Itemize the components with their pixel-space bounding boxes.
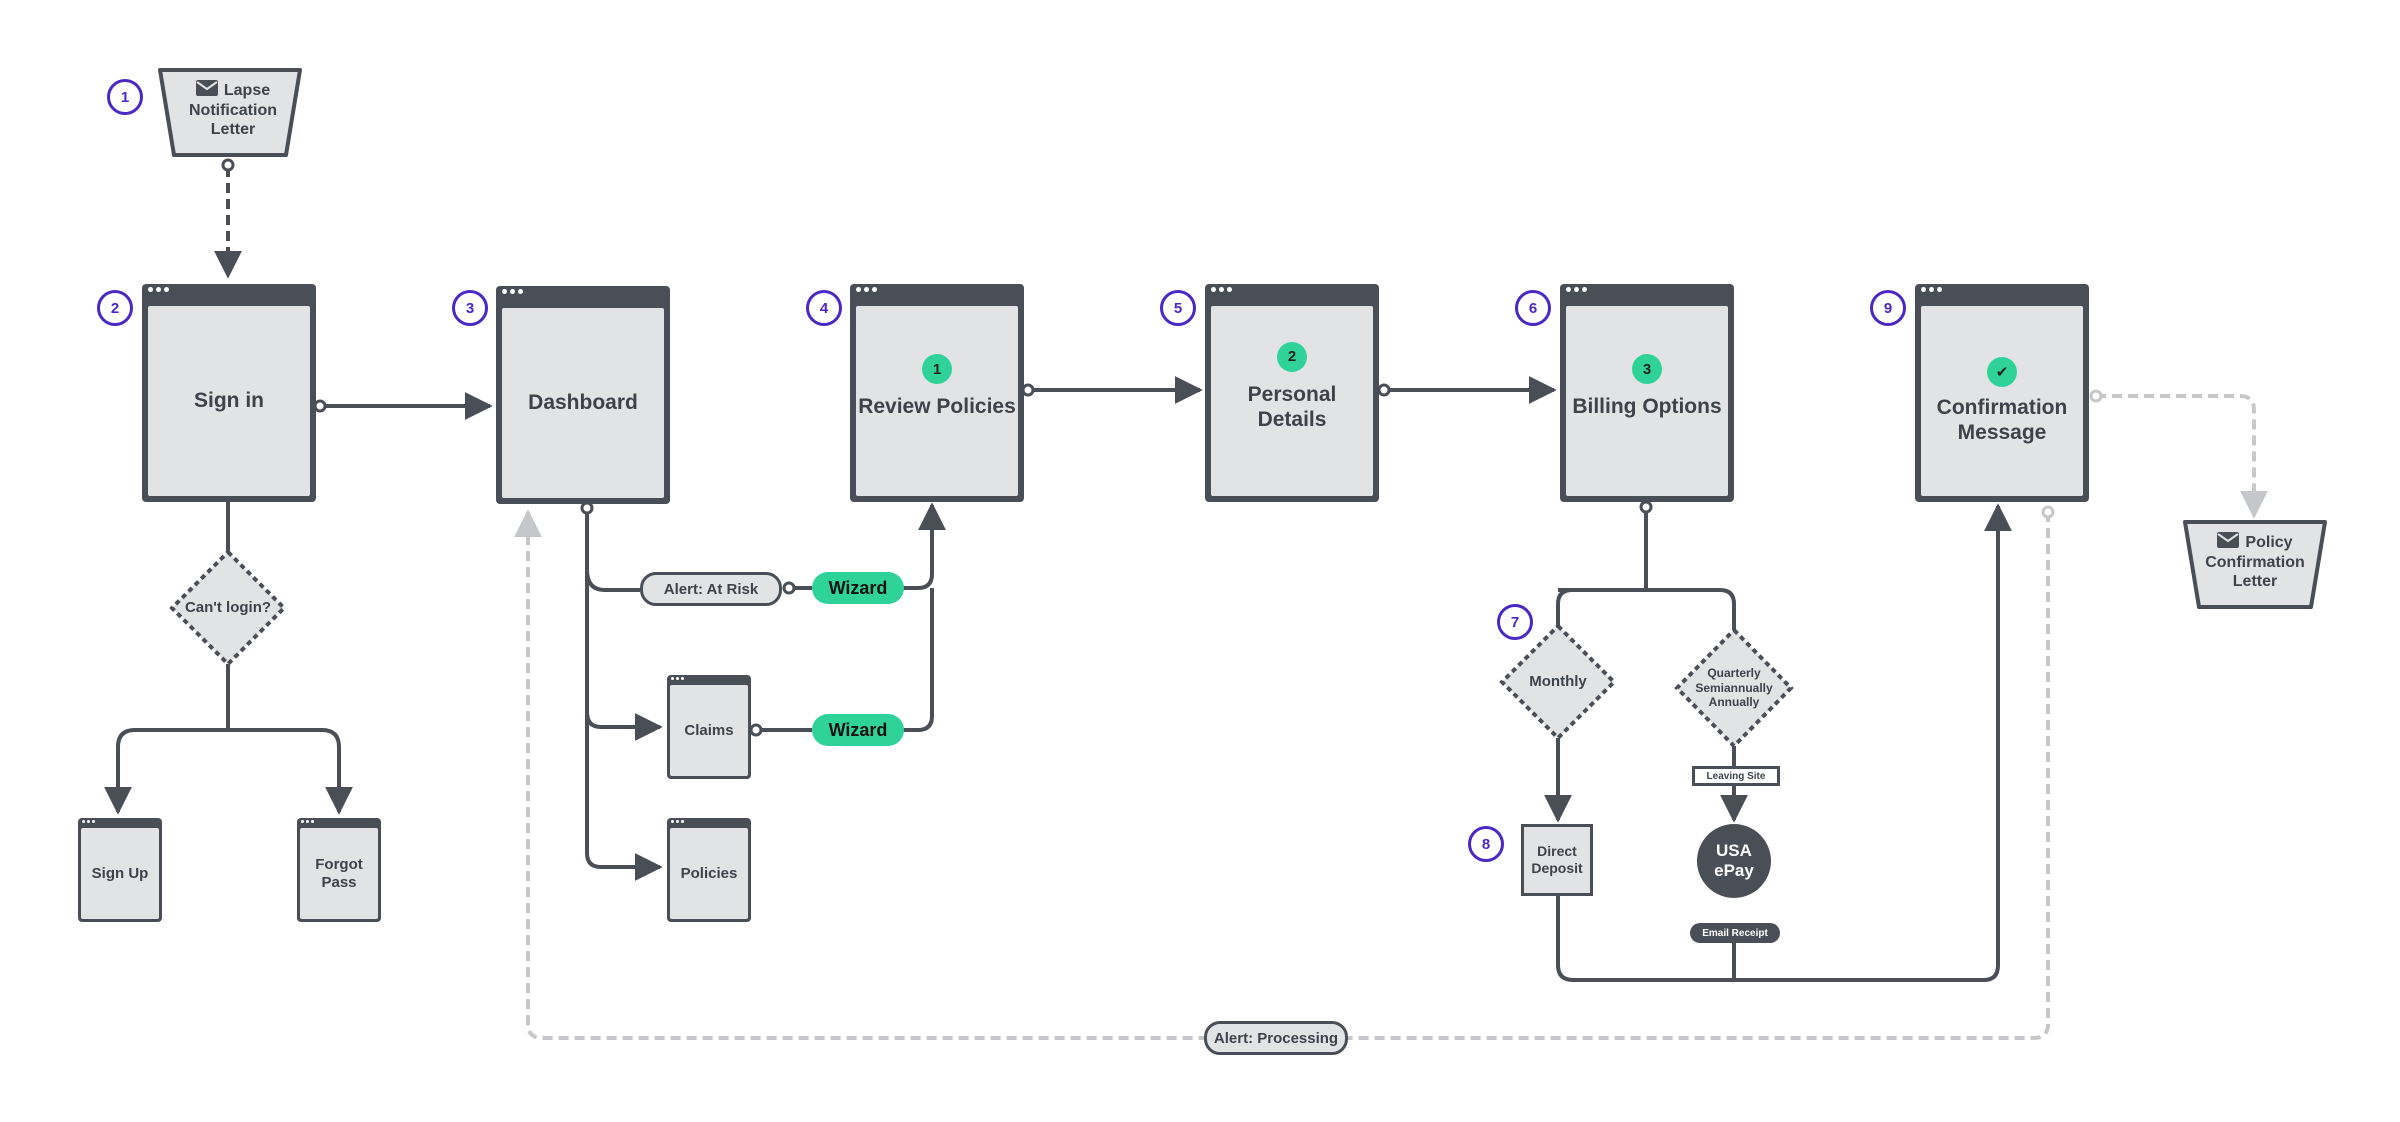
cant-login-label: Can't login?	[184, 599, 272, 616]
leaving-site-label: Leaving Site	[1692, 766, 1780, 786]
screen-forgot-pass[interactable]: Forgot Pass	[297, 818, 381, 922]
window-dots-icon	[856, 287, 877, 292]
wizard-button[interactable]: Wizard	[812, 714, 904, 746]
window-dots-icon	[82, 820, 95, 823]
monthly-diamond	[1499, 623, 1617, 741]
step-number-1: 1	[107, 79, 143, 115]
lapse-letter: Lapse Notification Letter	[189, 80, 277, 139]
connector-billing-split	[1556, 512, 1736, 630]
step-number-3: 3	[452, 290, 488, 326]
screen-sign-in[interactable]: Sign in	[142, 284, 316, 502]
connector-confirmation-letter	[2096, 394, 2268, 519]
cant-login-diamond	[169, 549, 287, 667]
alert-at-risk[interactable]: Alert: At Risk	[640, 572, 782, 606]
connector-dot	[313, 399, 327, 413]
step-number-6: 6	[1515, 290, 1551, 326]
step-number-4: 4	[806, 290, 842, 326]
envelope-icon	[195, 80, 218, 101]
step-number-8: 8	[1468, 826, 1504, 862]
wizard-step-badge: 3	[1632, 354, 1662, 385]
step-number-2: 2	[97, 290, 133, 326]
connector-dot	[782, 581, 796, 595]
screen-claims[interactable]: Claims	[667, 675, 751, 779]
window-dots-icon	[1921, 287, 1942, 292]
connector-wizard-review	[900, 502, 946, 590]
alert-processing[interactable]: Alert: Processing	[1204, 1021, 1348, 1055]
screen-sign-up[interactable]: Sign Up	[78, 818, 162, 922]
screen-personal-details[interactable]: 2 Personal Details	[1205, 284, 1379, 502]
window-dots-icon	[671, 820, 684, 823]
connector-payment-confirmation	[1556, 503, 2012, 982]
lapse-letter-shape	[158, 68, 302, 157]
window-dots-icon	[148, 287, 169, 292]
step-number-5: 5	[1160, 290, 1196, 326]
policy-confirmation-letter: Policy Confirmation Letter	[2205, 532, 2305, 591]
connector-dot	[749, 723, 763, 737]
email-receipt-label: Email Receipt	[1690, 923, 1780, 943]
step-number-7: 7	[1497, 604, 1533, 640]
window-dots-icon	[1211, 287, 1232, 292]
window-dots-icon	[1566, 287, 1587, 292]
window-dots-icon	[502, 289, 523, 294]
envelope-icon	[2217, 532, 2240, 553]
wizard-button[interactable]: Wizard	[812, 572, 904, 604]
check-icon: ✔	[1987, 356, 2017, 387]
connector-dot	[1021, 383, 1035, 397]
window-dots-icon	[301, 820, 314, 823]
connector-dot	[221, 158, 235, 172]
screen-review-policies[interactable]: 1 Review Policies	[850, 284, 1024, 502]
screen-policies[interactable]: Policies	[667, 818, 751, 922]
connector-cantlogin-branches	[116, 664, 341, 808]
connector-dot	[580, 501, 594, 515]
monthly-label: Monthly	[1529, 673, 1587, 690]
screen-dashboard[interactable]: Dashboard	[496, 286, 670, 504]
window-dots-icon	[671, 677, 684, 680]
screen-billing-options[interactable]: 3 Billing Options	[1560, 284, 1734, 502]
wizard-step-badge: 2	[1277, 341, 1307, 372]
connector-dot	[1639, 500, 1653, 514]
step-number-9: 9	[1870, 290, 1906, 326]
connector-dashboard-trunk	[585, 513, 663, 881]
screen-confirmation-message[interactable]: ✔ Confirmation Message	[1915, 284, 2089, 502]
connector-dot	[1377, 383, 1391, 397]
quarterly-label: Quarterly Semiannually Annually	[1695, 666, 1773, 710]
wizard-step-badge: 1	[922, 354, 952, 385]
